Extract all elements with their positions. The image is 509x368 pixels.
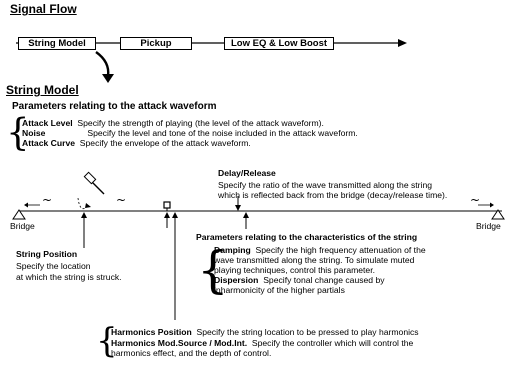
damping-line-1: wave transmitted along the string. To si… (214, 255, 415, 265)
delay-release-name: Delay/Release (218, 168, 276, 178)
delay-release-line-2: which is reflected back from the bridge … (218, 190, 448, 200)
harmonics-position-row: Harmonics Position Specify the string lo… (111, 327, 419, 337)
low-eq-box: Low EQ & Low Boost (224, 37, 334, 50)
dispersion-line-1: inharmonicity of the higher partials (214, 285, 345, 295)
damping-name: Damping (214, 245, 251, 255)
harmonics-mod-name: Harmonics Mod.Source / Mod.Int. (111, 338, 248, 348)
dispersion-first: Specify tonal change caused by (263, 275, 385, 285)
harmonics-mod-desc: Specify the controller which will contro… (251, 338, 414, 348)
signal-flow-title: Signal Flow (10, 2, 77, 16)
wave-glyph-1: ~ (42, 193, 52, 207)
curved-arrow (95, 51, 110, 77)
string-model-title: String Model (6, 83, 79, 97)
delay-release-line-1: Specify the ratio of the wave transmitte… (218, 180, 433, 190)
pickup-marker-icon (163, 201, 171, 209)
signal-flow-arrowhead (398, 39, 407, 47)
attack-level-desc: Specify the strength of playing (the lev… (77, 118, 324, 128)
brace-glyph: { (6, 111, 30, 154)
damping-line-2: playing techniques, control this paramet… (214, 265, 375, 275)
curved-arrowhead (102, 74, 114, 83)
attack-curve-name: Attack Curve (22, 138, 76, 148)
bridge-left-icon (12, 209, 26, 220)
harmonics-position-desc: Specify the string location to be presse… (196, 327, 419, 337)
harmonics-mod-row: Harmonics Mod.Source / Mod.Int. Specify … (111, 338, 413, 348)
bridge-right-icon (491, 209, 505, 220)
string-position-line-1: Specify the location (16, 261, 91, 271)
noise-row: Noise Specify the level and tone of the … (22, 128, 358, 138)
wave-glyph-3: ~ (470, 193, 480, 207)
noise-name: Noise (22, 128, 46, 138)
attack-heading: Parameters relating to the attack wavefo… (12, 101, 217, 112)
harmonics-position-name: Harmonics Position (111, 327, 192, 337)
wave-glyph-2: ~ (116, 193, 126, 207)
damping-row: Damping Specify the high frequency atten… (214, 245, 426, 255)
brace-glyph: { (96, 321, 118, 361)
string-model-box: String Model (18, 37, 96, 50)
attack-level-name: Attack Level (22, 118, 73, 128)
characteristics-heading: Parameters relating to the characteristi… (196, 232, 418, 242)
string-position-line-2: at which the string is struck. (16, 272, 122, 282)
bridge-left-label: Bridge (10, 221, 35, 231)
hammer-icon (83, 171, 105, 195)
attack-level-row: Attack Level Specify the strength of pla… (22, 118, 324, 128)
brace-glyph: { (197, 241, 229, 299)
damping-first: Specify the high frequency attenuation o… (255, 245, 426, 255)
string-position-name: String Position (16, 249, 78, 259)
attack-curve-row: Attack Curve Specify the envelope of the… (22, 138, 251, 148)
noise-desc: Specify the level and tone of the noise … (87, 128, 358, 138)
harmonics-mod-line-2: harmonics effect, and the depth of contr… (111, 348, 272, 358)
attack-curve-desc: Specify the envelope of the attack wavef… (79, 138, 251, 148)
bridge-right-label: Bridge (476, 221, 501, 231)
dispersion-row: Dispersion Specify tonal change caused b… (214, 275, 385, 285)
dispersion-name: Dispersion (214, 275, 259, 285)
pickup-box: Pickup (120, 37, 192, 50)
